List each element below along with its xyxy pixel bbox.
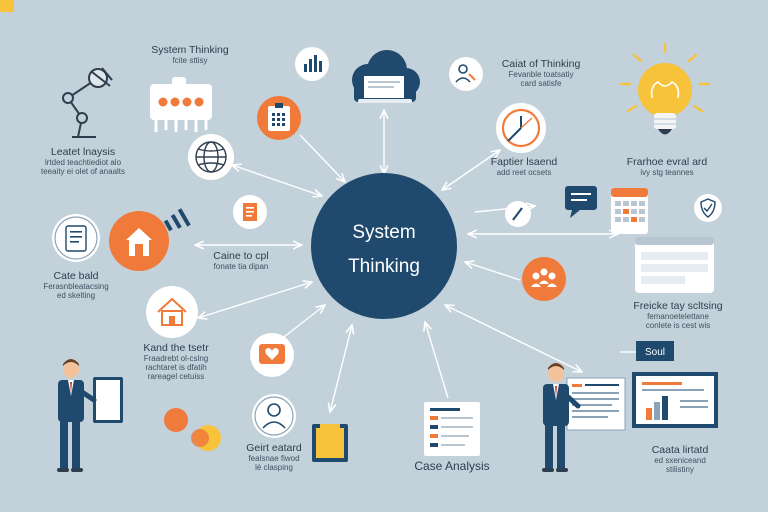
connector-folder	[330, 325, 352, 412]
label-mid-right-clock-sub: add reet ocsets	[496, 168, 552, 178]
label-right-bottom-sub1: ed sxeniceand	[654, 456, 706, 466]
label-right-bottom-sub2: stilistiny	[665, 465, 694, 475]
label-top-right-sub2: card satisfe	[520, 79, 562, 89]
team-icon	[522, 257, 566, 301]
label-top-right-title: Caiat of Thinking	[501, 58, 581, 70]
connector-arrows	[195, 110, 618, 412]
center-circle	[311, 173, 457, 319]
corner-accent	[0, 0, 14, 12]
cloud-laptop-icon	[352, 50, 420, 103]
label-mid-left-edge: Caine to cpl fonate tia dipan	[196, 250, 286, 271]
connector-house	[198, 282, 312, 318]
label-left-bottom-sub1: Fraadrebt ol-cslng	[143, 354, 209, 364]
label-left-case-sub1: Ferasnbleatacsing	[43, 282, 109, 292]
center-line-2: Thinking	[348, 256, 420, 277]
lightbulb-icon	[619, 42, 711, 135]
connector-clock	[442, 150, 500, 190]
tablet-icon	[52, 214, 100, 262]
label-mid-right-clock-title: Faptier lsaend	[490, 156, 558, 168]
checklist-icon	[257, 96, 301, 140]
clock-icon	[496, 103, 546, 153]
label-top-left-sub: fcite sttisy	[172, 56, 208, 66]
label-left-analysis: Leatet lnaysis lrtded teachtiediot alo t…	[28, 146, 138, 176]
shield-icon	[694, 194, 722, 222]
label-left-analysis-sub1: lrtded teachtiediot alo	[44, 158, 122, 168]
dashboard-icon	[635, 237, 714, 293]
label-top-left: System Thinking fcite sttisy	[130, 44, 250, 65]
screen-label-box: Soul	[620, 341, 674, 361]
label-right-bottom: Caata lirtatd ed sxeniceand stilistiny	[632, 444, 728, 474]
label-bottom-mid-left-title: Geirt eatard	[246, 442, 302, 454]
globe-icon	[188, 134, 234, 180]
people-search-icon	[449, 57, 483, 91]
label-left-bottom-title: Kand the tsetr	[143, 342, 209, 354]
center-line-1: System	[352, 222, 415, 243]
label-mid-left-edge-sub: fonate tia dipan	[213, 262, 269, 272]
label-right-mid: Freicke tay scltsing femanoetelettane co…	[618, 300, 738, 330]
label-left-analysis-title: Leatet lnaysis	[50, 146, 116, 158]
label-right-mid-sub2: conlete is cest wis	[645, 321, 711, 331]
label-left-case: Cate bald Ferasnbleatacsing ed skelting	[26, 270, 126, 300]
businessman-left	[57, 359, 123, 472]
label-mid-right-clock: Faptier lsaend add reet ocsets	[476, 156, 572, 177]
label-right-top: Frarhoe evral ard ivy stg teannes	[612, 156, 722, 177]
label-top-right-sub1: Fevanble toatsatiy	[508, 70, 574, 80]
label-top-right: Caiat of Thinking Fevanble toatsatiy car…	[486, 58, 596, 88]
label-left-analysis-sub2: teeaity ei olet of anaalts	[40, 167, 126, 177]
label-bottom-center-title: Case Analysis	[414, 459, 490, 473]
label-left-case-sub2: ed skelting	[56, 291, 96, 301]
connector-globe	[232, 165, 322, 196]
connector-team	[465, 262, 521, 281]
label-top-left-title: System Thinking	[151, 44, 229, 56]
connector-heart	[279, 305, 325, 341]
label-left-case-title: Cate bald	[53, 270, 99, 282]
bar-chart-icon	[295, 47, 329, 81]
businessman-right	[542, 363, 581, 472]
folder-icon	[312, 424, 348, 462]
label-right-top-title: Frarhoe evral ard	[626, 156, 708, 168]
label-bottom-mid-left-sub1: fealsnae fiwod	[248, 454, 300, 464]
label-right-mid-sub1: femanoetelettane	[647, 312, 709, 322]
label-right-mid-title: Freicke tay scltsing	[633, 300, 723, 312]
orange-dot-small	[191, 429, 209, 447]
label-right-bottom-title: Caata lirtatd	[651, 444, 709, 456]
screen-label: Soul	[645, 347, 665, 358]
label-left-bottom: Kand the tsetr Fraadrebt ol-cslng rachta…	[124, 342, 228, 382]
label-bottom-center: Case Analysis	[402, 459, 502, 474]
connector-presenter	[445, 305, 582, 372]
server-rack-icon	[150, 77, 212, 132]
user-profile-icon	[252, 394, 296, 438]
label-bottom-mid-left: Geirt eatard fealsnae fiwod lé clasping	[232, 442, 316, 472]
calendar-icon	[611, 188, 648, 234]
pen-icon	[505, 201, 531, 227]
house-icon	[109, 208, 191, 271]
document-icon	[233, 195, 267, 229]
connector-top-left	[299, 134, 345, 182]
label-right-top-sub: ivy stg teannes	[640, 168, 694, 178]
orange-dot	[164, 408, 188, 432]
home-outline-icon	[146, 286, 198, 338]
case-document-icon	[424, 402, 480, 456]
label-left-bottom-sub2: rachtaret is dfatih	[145, 363, 207, 373]
connector-case	[425, 322, 449, 399]
chart-board-icon	[632, 372, 718, 428]
heart-message-icon	[250, 333, 294, 377]
chat-bubble-icon	[565, 186, 597, 218]
label-mid-left-edge-title: Caine to cpl	[213, 250, 269, 262]
label-bottom-mid-left-sub2: lé clasping	[255, 463, 293, 473]
robot-arm-icon	[62, 67, 113, 138]
label-left-bottom-sub3: rareagel cetuiss	[147, 372, 205, 382]
